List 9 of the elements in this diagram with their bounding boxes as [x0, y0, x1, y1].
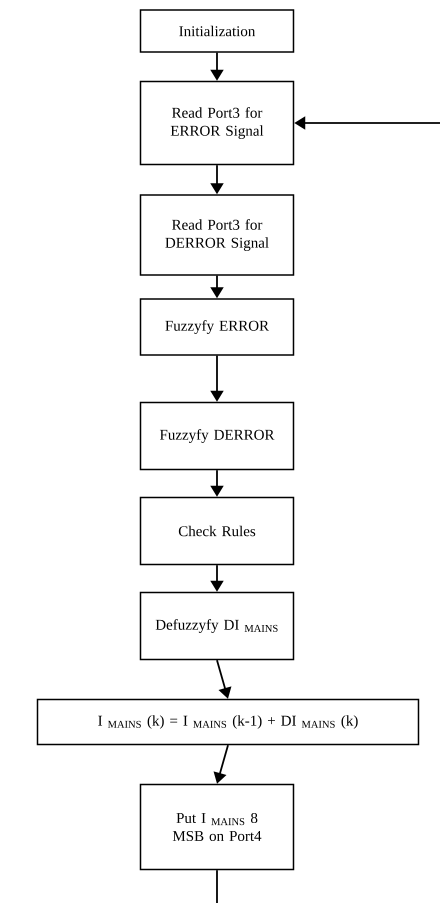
process-box: Fuzzyfy ERROR [140, 298, 294, 356]
process-box: Put I $_{MAINS}$ 8 MSB on Port4 [140, 784, 294, 870]
process-box: Initialization [140, 9, 294, 53]
process-box: Read Port3 for DERROR Signal [140, 194, 294, 276]
process-box: Fuzzyfy DERROR [140, 402, 294, 470]
process-box: Read Port3 for ERROR Signal [140, 80, 294, 166]
process-box: I $_{MAINS}$ (k) = I $_{MAINS}$ (k-1) + DI $_{MAINS}$ (k) [36, 698, 420, 746]
process-box: Defuzzyfy DI $_{MAINS}$ [140, 592, 294, 660]
process-box: Check Rules [140, 496, 294, 566]
